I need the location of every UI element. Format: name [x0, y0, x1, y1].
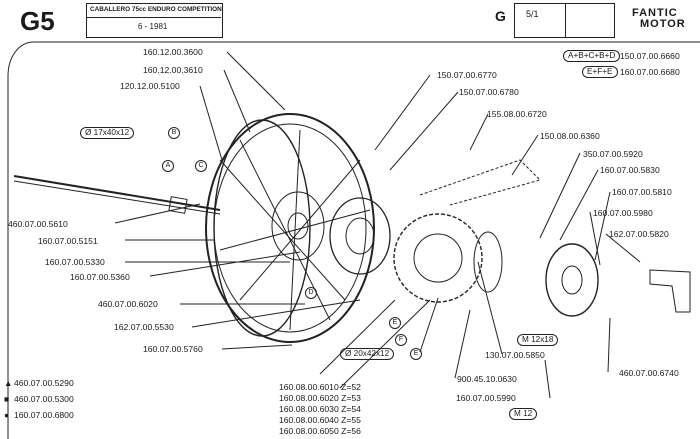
legend-code: 160.07.00.6800 [14, 410, 74, 420]
sheet-box [514, 3, 566, 38]
legend-code: 460.07.00.5290 [14, 378, 74, 388]
bolt-size-tag: M 12x18 [517, 334, 559, 346]
issue-date: 6 - 1981 [138, 22, 168, 31]
part-number-label: 162.07.00.5530 [114, 322, 174, 332]
legend-triangle-icon: ▲ [4, 378, 13, 388]
brand-logo-top: FANTIC [632, 7, 678, 19]
legend-circle-icon: ● [4, 410, 10, 420]
kit-combo-tag: E+F+E [582, 66, 618, 78]
part-number-label: 460.07.00.6020 [98, 299, 158, 309]
sprocket-option: 160.08.00.6010 Z=52 [279, 382, 361, 392]
ref-letter-e: E [410, 348, 422, 360]
part-number-label: 160.07.00.6680 [620, 67, 680, 77]
kit-combo-tag: A+B+C+B+D [563, 50, 621, 62]
legend-code: 460.07.00.5300 [14, 394, 74, 404]
title-divider [86, 17, 221, 18]
title-block [86, 3, 223, 38]
part-number-label: 160.12.00.3610 [143, 65, 203, 75]
ref-letter-a: A [162, 160, 174, 172]
part-number-label: 460.07.00.5610 [8, 219, 68, 229]
part-number-label: 460.07.00.6740 [619, 368, 679, 378]
ref-letter-d: D [305, 287, 317, 299]
part-number-label: 160.07.00.5830 [600, 165, 660, 175]
brand-logo-bottom: MOTOR [640, 18, 686, 30]
model-line: CABALLERO 75cc ENDURO COMPETITION [90, 6, 222, 13]
part-number-label: 162.07.00.5820 [609, 229, 669, 239]
group-letter: G [495, 8, 506, 24]
part-number-label: 160.07.00.5990 [456, 393, 516, 403]
ref-letter-e: E [389, 317, 401, 329]
part-number-label: 160.07.00.5980 [593, 208, 653, 218]
part-number-label: 160.07.00.5760 [143, 344, 203, 354]
part-number-label: 160.07.00.5810 [612, 187, 672, 197]
section-code: G5 [20, 6, 55, 36]
part-number-label: 130.07.00.5850 [485, 350, 545, 360]
part-number-label: 150.07.00.6770 [437, 70, 497, 80]
part-number-label: 150.08.00.6360 [540, 131, 600, 141]
part-number-label: 160.07.00.5330 [45, 257, 105, 267]
sprocket-option: 160.08.00.6050 Z=56 [279, 426, 361, 436]
sprocket-option: 160.08.00.6030 Z=54 [279, 404, 361, 414]
legend-square-icon: ■ [4, 394, 10, 404]
part-number-label: 155.08.00.6720 [487, 109, 547, 119]
sheet-box-right [564, 3, 615, 38]
part-number-label: 160.12.00.3600 [143, 47, 203, 57]
sprocket-option: 160.08.00.6040 Z=55 [279, 415, 361, 425]
part-number-label: 160.07.00.5151 [38, 236, 98, 246]
nut-size-tag: M 12 [509, 408, 538, 420]
part-number-label: 120.12.00.5100 [120, 81, 180, 91]
ref-letter-b: B [168, 127, 180, 139]
part-number-label: 150.07.00.6780 [459, 87, 519, 97]
part-number-label: 160.07.00.5360 [70, 272, 130, 282]
axle-dimension-tag: Ø 17x40x12 [80, 127, 135, 139]
part-number-label: 900.45.10.0630 [457, 374, 517, 384]
sprocket-option: 160.08.00.6020 Z=53 [279, 393, 361, 403]
part-number-label: 150.07.00.6660 [620, 51, 680, 61]
ref-letter-f: F [395, 334, 407, 346]
sheet-number: 5/1 [526, 9, 539, 19]
ref-letter-c: C [195, 160, 207, 172]
bearing-dimension-tag: Ø 20x42x12 [340, 348, 395, 360]
part-number-label: 350.07.00.5920 [583, 149, 643, 159]
